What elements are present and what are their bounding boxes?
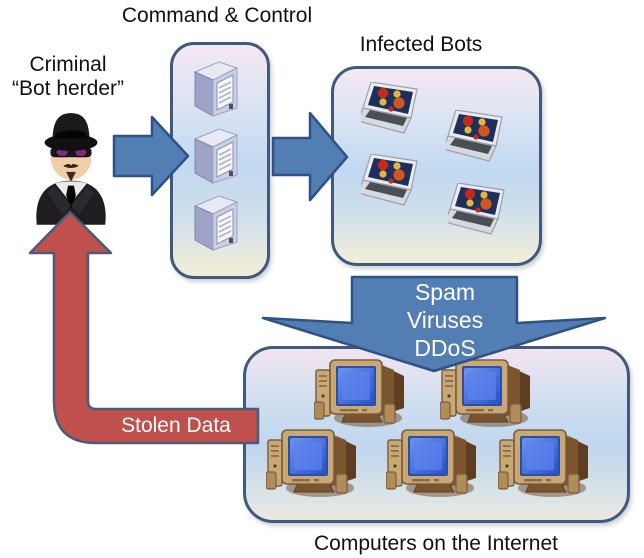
attack-line-ddos: DDoS bbox=[414, 335, 476, 361]
arrow-stolen-data bbox=[28, 210, 260, 445]
attack-line-viruses: Viruses bbox=[406, 307, 484, 333]
command-control-label: Command & Control bbox=[121, 4, 313, 27]
attack-arrow-caption: Spam Viruses DDoS bbox=[360, 278, 530, 362]
criminal-label-line1: Criminal bbox=[29, 53, 107, 76]
attack-line-spam: Spam bbox=[414, 279, 476, 305]
arrow-criminal-to-cc bbox=[112, 115, 190, 197]
arrow-cc-to-bots bbox=[271, 111, 349, 202]
arrow-bots-to-internet bbox=[261, 275, 607, 373]
computers-internet-label: Computers on the Internet bbox=[314, 532, 558, 555]
infected-bots-label: Infected Bots bbox=[359, 33, 483, 56]
stolen-data-caption: Stolen Data bbox=[121, 414, 231, 437]
criminal-label-line2: “Bot herder” bbox=[11, 77, 125, 100]
